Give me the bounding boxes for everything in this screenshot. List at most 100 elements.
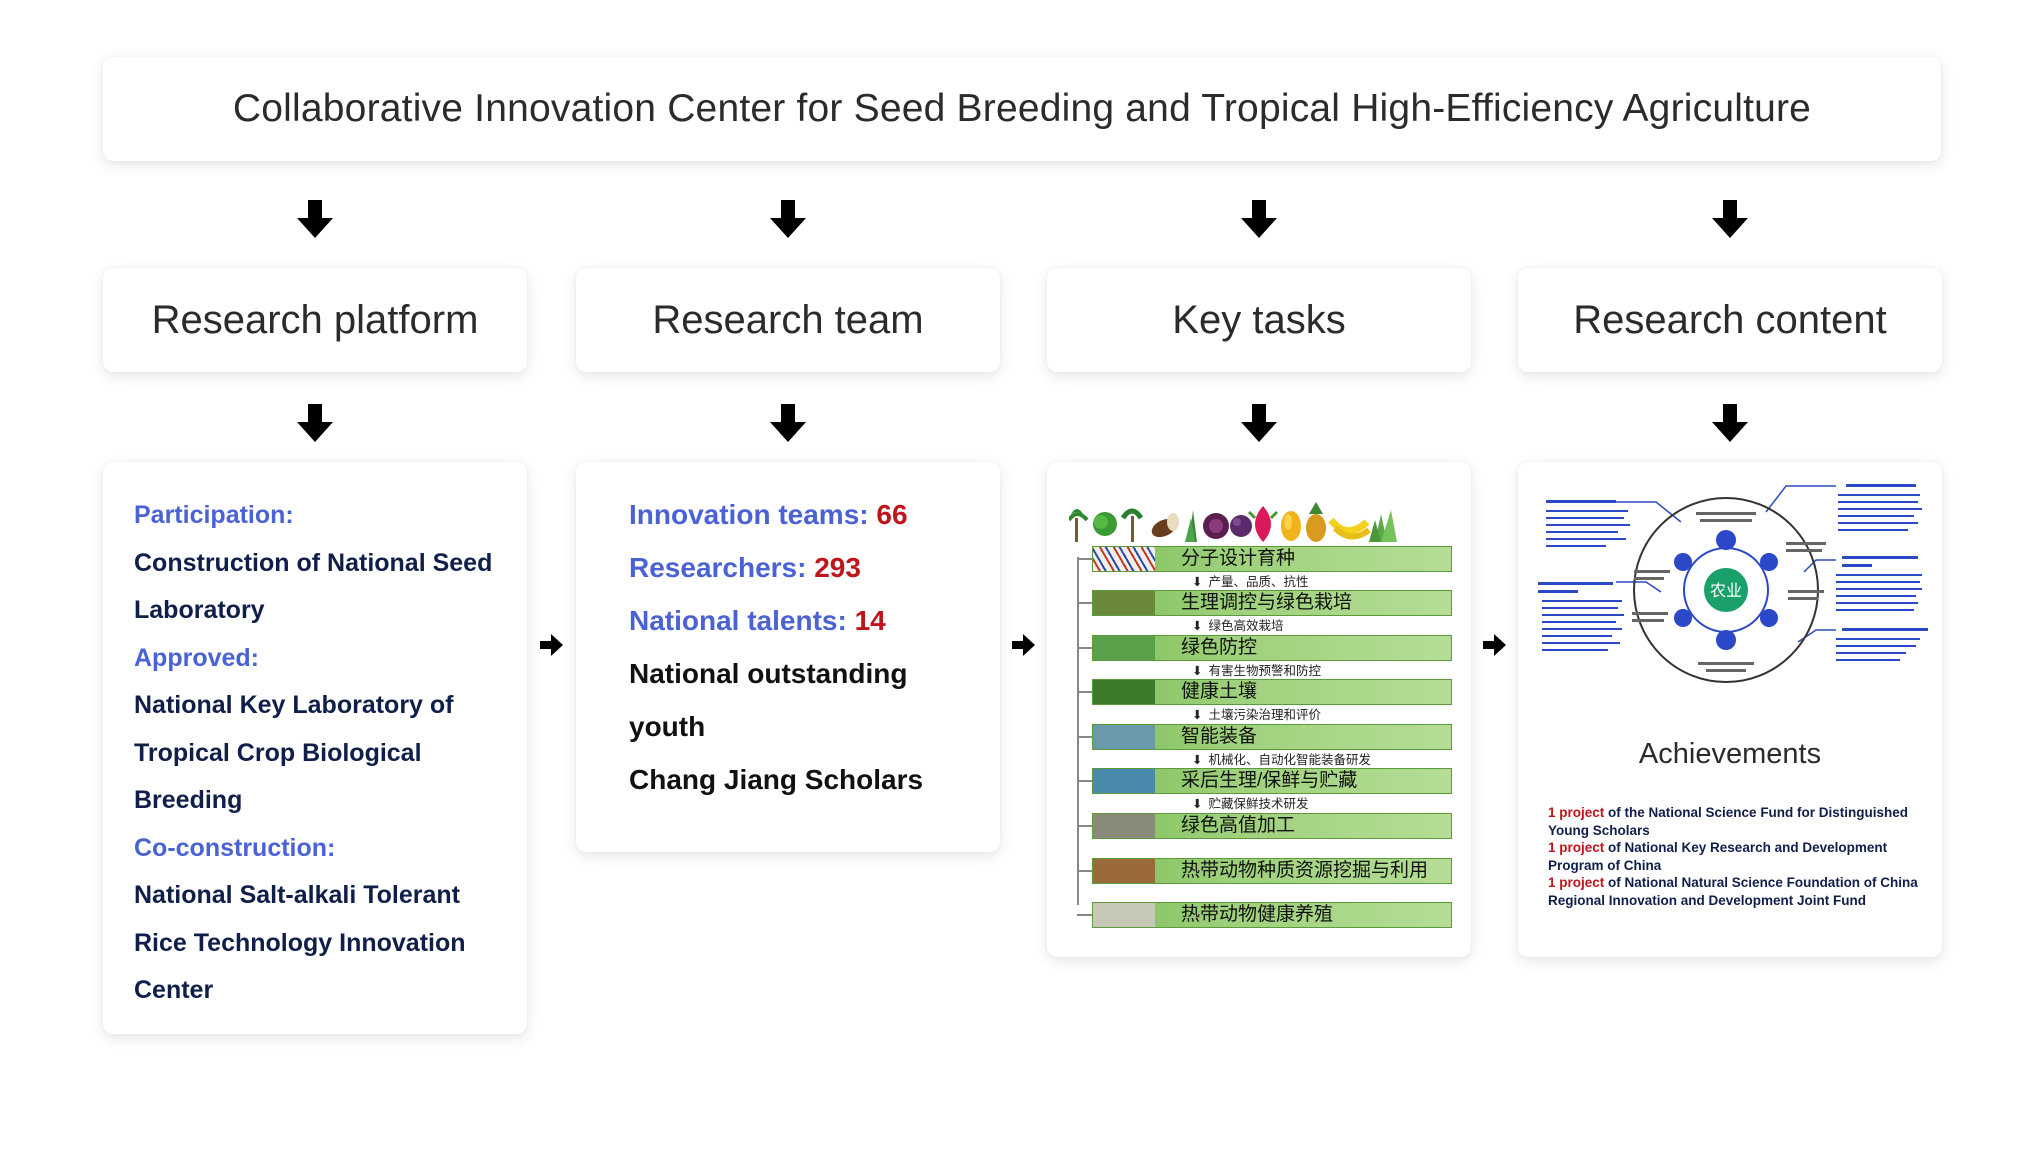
down-arrow-icon xyxy=(770,200,806,238)
down-arrow-icon xyxy=(1712,200,1748,238)
small-down-arrow-icon: ⬇ xyxy=(1192,708,1203,722)
task-subtitle-text: 产量、品质、抗性 xyxy=(1208,575,1309,589)
task-item: 热带动物种质资源挖掘与利用 xyxy=(1092,858,1452,884)
task-subtitle-text: 贮藏保鲜技术研发 xyxy=(1208,797,1309,811)
coconstruction-label: Co-construction: xyxy=(134,833,336,862)
key-tasks-card: 分子设计育种 ⬇ 产量、品质、抗性生理调控与绿色栽培 ⬇ 绿色高效栽培绿色防控 ⬇ 有害生物… xyxy=(1047,462,1471,957)
down-arrow-icon xyxy=(1241,404,1277,442)
right-arrow-icon xyxy=(1012,634,1035,656)
task-tree-line xyxy=(1077,557,1079,905)
heading-label: Research platform xyxy=(151,297,479,342)
down-arrow-icon xyxy=(297,200,333,238)
task-name: 分子设计育种 xyxy=(1181,548,1296,569)
heading-key-tasks: Key tasks xyxy=(1047,268,1471,372)
task-item: 绿色防控 xyxy=(1092,635,1452,661)
task-connector xyxy=(1077,647,1092,649)
down-arrow-icon xyxy=(1712,404,1748,442)
task-subtitle-text: 机械化、自动化智能装备研发 xyxy=(1208,753,1371,767)
task-connector xyxy=(1077,825,1092,827)
approved-value: National Key Laboratory of Tropical Crop… xyxy=(134,691,454,814)
research-platform-card: Participation: Construction of National … xyxy=(103,462,527,1034)
heading-label: Research team xyxy=(652,297,924,342)
task-thumbnail xyxy=(1093,903,1155,927)
down-arrow-icon xyxy=(1241,200,1277,238)
task-item: 智能装备 xyxy=(1092,724,1452,750)
task-subtitle: ⬇ 绿色高效栽培 xyxy=(1192,618,1284,634)
task-connector xyxy=(1077,602,1092,604)
task-name: 绿色防控 xyxy=(1181,637,1258,658)
task-thumbnail xyxy=(1093,859,1155,883)
task-subtitle: ⬇ 产量、品质、抗性 xyxy=(1192,574,1309,590)
crop-images xyxy=(1069,502,1397,542)
achievement-item: 1 project of National Natural Science Fo… xyxy=(1548,874,1933,909)
achievement-text: of the National Science Fund for Disting… xyxy=(1548,805,1909,838)
researchers-value: 293 xyxy=(814,552,861,583)
task-subtitle: ⬇ 机械化、自动化智能装备研发 xyxy=(1192,752,1371,768)
task-item: 热带动物健康养殖 xyxy=(1092,902,1452,928)
small-down-arrow-icon: ⬇ xyxy=(1192,753,1203,767)
right-arrow-icon xyxy=(540,634,563,656)
task-connector xyxy=(1077,914,1092,916)
small-down-arrow-icon: ⬇ xyxy=(1192,619,1203,633)
small-down-arrow-icon: ⬇ xyxy=(1192,664,1203,678)
task-name: 绿色高值加工 xyxy=(1181,815,1296,836)
national-talents-label: National talents: xyxy=(629,605,847,636)
achievement-text: of National Key Research and Development… xyxy=(1548,840,1888,873)
research-content-diagram: 农业 xyxy=(1538,484,1928,683)
small-down-arrow-icon: ⬇ xyxy=(1192,797,1203,811)
task-item: 健康土壤 xyxy=(1092,679,1452,705)
innovation-teams-label: Innovation teams: xyxy=(629,499,869,530)
national-talents-row: National talents: 14 xyxy=(629,594,989,647)
task-thumbnail xyxy=(1093,636,1155,660)
heading-research-team: Research team xyxy=(576,268,1000,372)
task-item: 分子设计育种 xyxy=(1092,546,1452,572)
diagram-center-label: 农业 xyxy=(1710,581,1742,600)
achievement-count: 1 project xyxy=(1548,805,1605,820)
task-thumbnail xyxy=(1093,591,1155,615)
task-name: 采后生理/保鲜与贮藏 xyxy=(1181,770,1358,791)
achievements-list: 1 project of the National Science Fund f… xyxy=(1548,804,1933,909)
achievement-count: 1 project xyxy=(1548,875,1605,890)
approved-label: Approved: xyxy=(134,643,259,672)
research-content-card: 农业 Achievements 1 project of the Nationa… xyxy=(1518,462,1942,957)
right-arrow-icon xyxy=(1483,634,1506,656)
participation-label: Participation: xyxy=(134,501,294,529)
task-name: 智能装备 xyxy=(1181,726,1258,747)
national-talents-value: 14 xyxy=(854,605,886,636)
task-connector xyxy=(1077,558,1092,560)
task-connector xyxy=(1077,780,1092,782)
task-name: 热带动物健康养殖 xyxy=(1181,904,1334,925)
national-outstanding-youth: National outstanding youth xyxy=(629,658,908,742)
platform-list: Participation: Construction of National … xyxy=(134,492,504,1015)
task-thumbnail xyxy=(1093,814,1155,838)
researchers-row: Researchers: 293 xyxy=(629,541,989,594)
participation-value: Construction of National Seed Laboratory xyxy=(134,548,493,625)
task-item: 采后生理/保鲜与贮藏 xyxy=(1092,768,1452,794)
task-subtitle: ⬇ 土壤污染治理和评价 xyxy=(1192,707,1321,723)
down-arrow-icon xyxy=(770,404,806,442)
task-name: 生理调控与绿色栽培 xyxy=(1181,592,1353,613)
chang-jiang-scholars: Chang Jiang Scholars xyxy=(629,764,924,795)
achievements-title: Achievements xyxy=(1638,738,1822,770)
page-title: Collaborative Innovation Center for Seed… xyxy=(232,87,1812,130)
task-item: 生理调控与绿色栽培 xyxy=(1092,590,1452,616)
task-connector xyxy=(1077,736,1092,738)
task-name: 热带动物种质资源挖掘与利用 xyxy=(1181,860,1429,881)
title-card: Collaborative Innovation Center for Seed… xyxy=(103,57,1941,161)
heading-research-platform: Research platform xyxy=(103,268,527,372)
task-thumbnail xyxy=(1093,547,1155,571)
task-item: 绿色高值加工 xyxy=(1092,813,1452,839)
task-name: 健康土壤 xyxy=(1181,681,1258,702)
coconstruction-value: National Salt-alkali Tolerant Rice Techn… xyxy=(134,881,466,1004)
task-subtitle-text: 土壤污染治理和评价 xyxy=(1208,708,1321,722)
small-down-arrow-icon: ⬇ xyxy=(1192,575,1203,589)
task-subtitle-text: 有害生物预警和防控 xyxy=(1208,664,1321,678)
task-subtitle: ⬇ 贮藏保鲜技术研发 xyxy=(1192,796,1309,812)
task-connector xyxy=(1077,870,1092,872)
task-thumbnail xyxy=(1093,680,1155,704)
innovation-teams-row: Innovation teams: 66 xyxy=(629,488,989,541)
achievement-item: 1 project of National Key Research and D… xyxy=(1548,839,1933,874)
research-team-card: Innovation teams: 66 Researchers: 293 Na… xyxy=(576,462,1000,852)
team-stats: Innovation teams: 66 Researchers: 293 Na… xyxy=(629,488,989,806)
task-subtitle-text: 绿色高效栽培 xyxy=(1208,619,1284,633)
